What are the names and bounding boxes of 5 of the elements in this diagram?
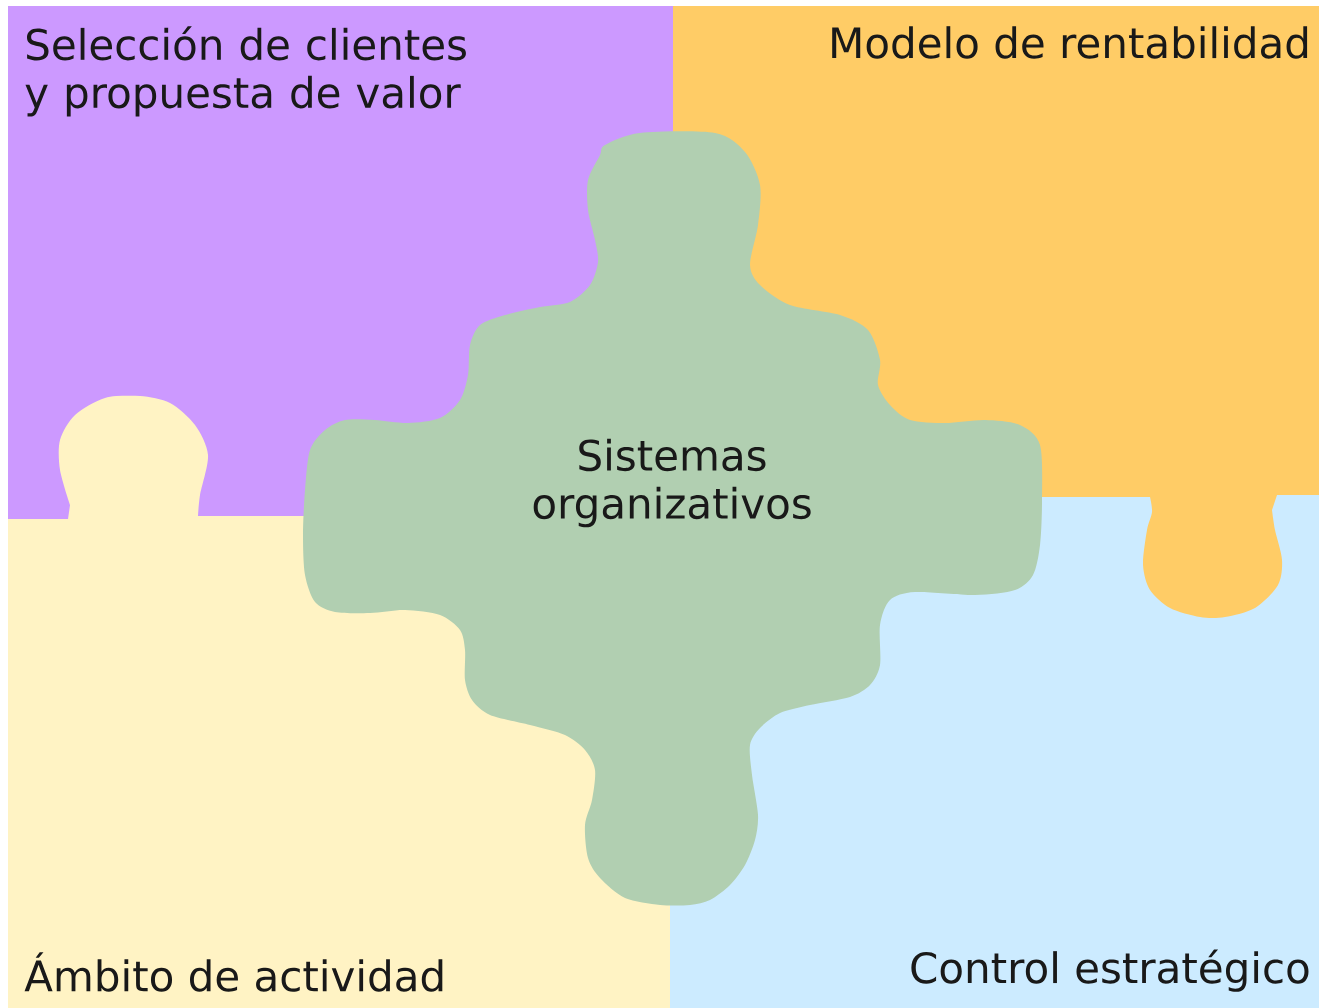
piece-label: Modelo de rentabilidad: [832, 26, 1308, 59]
puzzle-piece: Sistemas organizativos: [303, 131, 1043, 906]
piece-label: Selección de clientes y propuesta de valor: [25, 26, 466, 117]
piece-label: Ámbito de actividad: [24, 952, 443, 992]
piece-label: Control estratégico: [911, 949, 1309, 992]
